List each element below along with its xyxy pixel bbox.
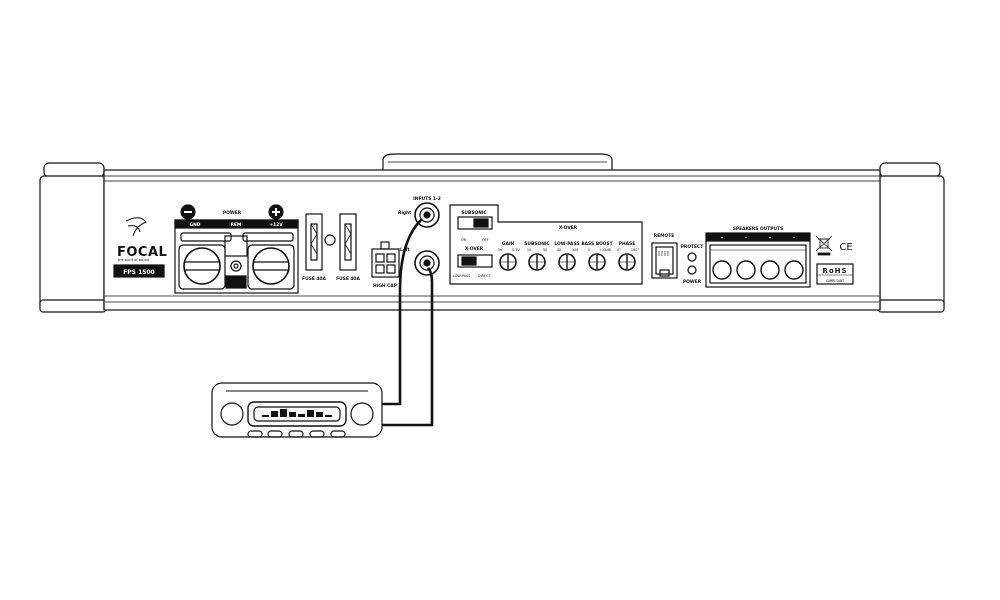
xover-direct-label: DIRECT [478,274,491,278]
knob-bass-boost[interactable] [588,253,606,271]
fuse-separator-screw [324,234,336,246]
rohs-subtitle: COMPLIANT [826,279,844,283]
stereo-button-1[interactable] [247,430,263,438]
focal-logo-icon [125,217,147,237]
xover-low-pass-label: LOW-PASS [453,274,470,278]
xover-switch[interactable] [457,254,493,268]
knob-bass-boost-min: 0 [588,248,590,252]
knob-phase-max: 180° [631,248,639,252]
plus12-label: +12V [269,222,283,228]
speaker-terminal-4[interactable] [784,260,804,280]
knob-bass-boost-max: +12dB [599,248,611,252]
power-led [687,265,697,275]
protect-led [687,252,697,262]
terminal-label-3: + [769,236,772,240]
knob-gain-min: 5V [498,248,503,252]
rohs-badge [816,263,854,285]
knob-low-pass-min: 40 [557,248,561,252]
stereo-button-2[interactable] [267,430,283,438]
high-cap-label: HIGH CAP [373,283,398,289]
ce-mark: CE [839,242,852,253]
inputs-title: INPUTS 1-2 [413,196,441,202]
subsonic-switch[interactable] [457,216,493,230]
model-name: FPS 1500 [123,269,155,276]
subsonic-off-label: OFF [482,238,489,242]
xover-knobs-title: X-OVER [559,225,578,231]
xover-switch-title: X-OVER [465,246,484,252]
fuse-right [339,213,357,271]
speaker-output-block [705,232,811,288]
knob-low-pass-label: LOW-PASS [554,241,579,247]
weee-bin-icon [815,235,833,256]
stereo-button-5[interactable] [330,430,346,438]
speaker-terminal-2[interactable] [736,260,756,280]
knob-gain[interactable] [499,253,517,271]
terminal-label-4: − [793,236,796,240]
knob-low-pass-max: 300 [572,248,578,252]
stereo-button-3[interactable] [288,430,304,438]
subsonic-switch-title: SUBSONIC [461,210,487,216]
knob-phase-min: 0° [617,248,621,252]
right-end-cap [877,162,945,313]
remote-jack[interactable] [651,242,678,279]
equalizer-bars-icon [262,409,332,417]
power-terminal-block [174,219,299,294]
fuse-left-label: FUSE 40A [302,276,326,282]
rca-cables [382,218,434,427]
brand-tagline: the spirit of sound [118,258,149,262]
power-led-label: POWER [683,279,702,285]
gnd-label: GND [190,222,201,228]
brand-name: FOCAL [117,245,167,260]
knob-gain-max: 0.2V [512,248,520,252]
speaker-terminal-3[interactable] [760,260,780,280]
car-stereo-head-unit [211,382,383,438]
stereo-button-4[interactable] [309,430,325,438]
remote-label: REMOTE [654,233,674,239]
speakers-title: SPEAKERS OUTPUTS [733,226,783,232]
knob-subsonic[interactable] [528,253,546,271]
rca-input-left[interactable] [414,250,440,276]
knob-bass-boost-label: BASS BOOST [581,241,612,247]
knob-subsonic-label: SUBSONIC [524,241,550,247]
knob-phase[interactable] [618,253,636,271]
knob-low-pass[interactable] [558,253,576,271]
rohs-title: RoHS [822,267,847,275]
knob-phase-label: PHASE [619,241,635,247]
fuse-right-label: FUSE 40A [336,276,360,282]
left-end-cap [39,162,107,313]
rem-label: REM [231,222,242,228]
protect-label: PROTECT [681,244,704,250]
knob-gain-label: GAIN [502,241,515,247]
input-right-label: Right [398,210,411,216]
model-badge [113,264,165,278]
stereo-display [253,406,341,422]
speaker-terminal-1[interactable] [712,260,732,280]
subsonic-on-label: ON [461,238,467,242]
power-title: POWER [223,210,242,216]
fuse-left [305,213,323,271]
high-cap-connector[interactable] [371,241,400,278]
terminal-label-2: − [745,236,748,240]
knob-subsonic-min: 10 [527,248,531,252]
terminal-label-1: + [721,236,724,240]
knob-subsonic-max: 50 [543,248,547,252]
input-left-label: Left [400,247,410,253]
